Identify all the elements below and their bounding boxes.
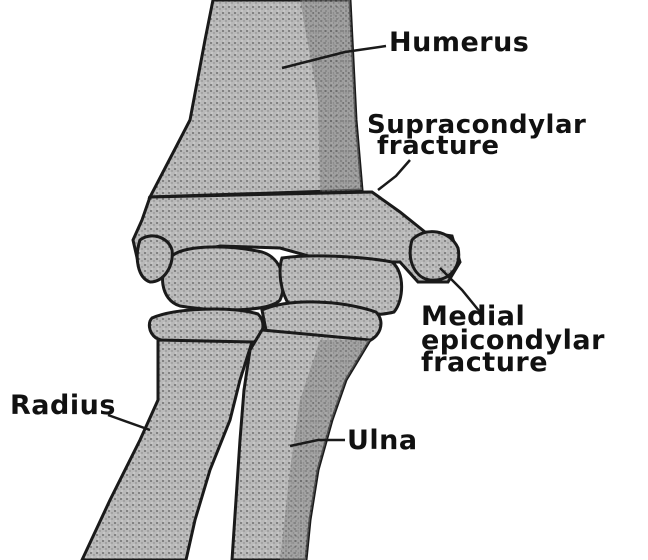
label-humerus: Humerus bbox=[389, 32, 529, 54]
radius-shaft bbox=[82, 340, 252, 560]
capitulum bbox=[163, 247, 284, 310]
label-ulna: Ulna bbox=[347, 430, 418, 452]
label-radius: Radius bbox=[10, 395, 116, 417]
label-medial-line3: fracture bbox=[421, 352, 548, 374]
label-supracondylar-line2: fracture bbox=[377, 135, 500, 157]
leader-supracondylar bbox=[378, 160, 410, 190]
medial-epicondyle-fragment bbox=[410, 232, 459, 281]
